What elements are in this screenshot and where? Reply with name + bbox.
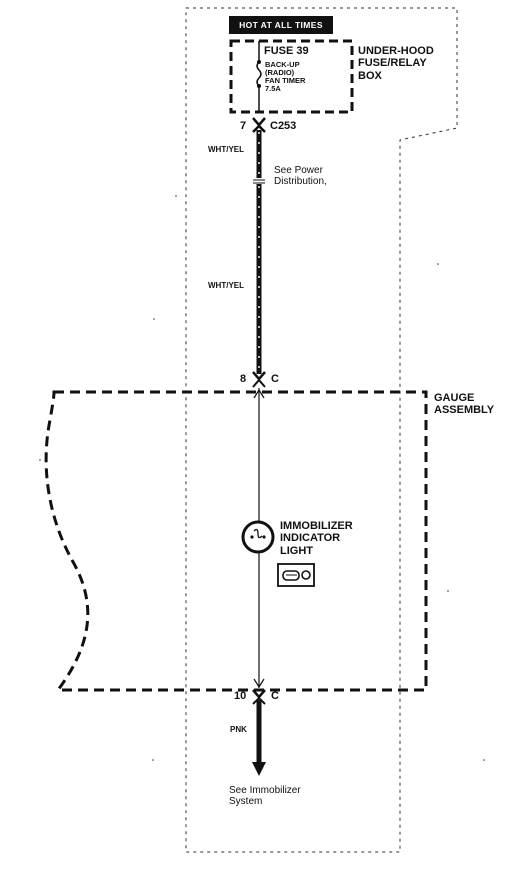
indicator-label: IMMOBILIZER INDICATOR LIGHT [280, 520, 353, 557]
connector-top-pin: 7 [240, 120, 247, 132]
wire-top-color: WHT/YEL [208, 145, 244, 154]
speck [175, 195, 177, 197]
speck [152, 759, 154, 761]
wire-bottom-color: PNK [230, 725, 247, 734]
key-symbol-frame [277, 563, 315, 587]
connector-mid-pin: 8 [240, 373, 247, 385]
speck [447, 590, 449, 592]
connector-bottom-pin: 10 [234, 690, 247, 702]
speck [437, 263, 439, 265]
underhood-box-label: UNDER-HOOD FUSE/RELAY BOX [358, 45, 434, 82]
outer-boundary [185, 7, 458, 853]
connector-c253-icon [252, 117, 266, 127]
connector-c-pin8-female [252, 378, 266, 388]
immobilizer-system-note: See Immobilizer System [229, 785, 301, 808]
connector-mid-name: C [271, 373, 279, 385]
arrow-pnk-icon [252, 762, 266, 776]
bulb-filament [253, 528, 263, 539]
speck [39, 459, 41, 461]
speck [153, 318, 155, 320]
bulb-node-left [250, 535, 254, 539]
hot-at-all-times-label: HOT AT ALL TIMES [229, 16, 333, 34]
arrow-up-icon [253, 388, 265, 399]
gauge-assembly-outline [44, 390, 428, 692]
arrow-down-icon [253, 678, 265, 689]
fuse-box-outline [229, 39, 354, 114]
connector-bottom-name: C [271, 690, 279, 702]
connector-c-pin10-female [252, 696, 266, 705]
gauge-assembly-label: GAUGE ASSEMBLY [434, 392, 495, 417]
wire-mid-color: WHT/YEL [208, 281, 244, 290]
power-distribution-note: See Power Distribution, [274, 165, 327, 188]
speck [483, 759, 485, 761]
fuse-node-top [257, 60, 261, 64]
key-icon [282, 570, 311, 581]
fuse-description: BACK-UP (RADIO) FAN TIMER 7.5A [265, 60, 306, 93]
fuse-node-bottom [257, 84, 261, 88]
fuse-name: FUSE 39 [264, 45, 309, 57]
fuse-icon [256, 61, 262, 87]
bulb-node-right [262, 535, 266, 539]
indicator-bulb-icon [241, 520, 275, 554]
connector-c253-female [252, 124, 266, 133]
connector-top-name: C253 [270, 120, 297, 132]
